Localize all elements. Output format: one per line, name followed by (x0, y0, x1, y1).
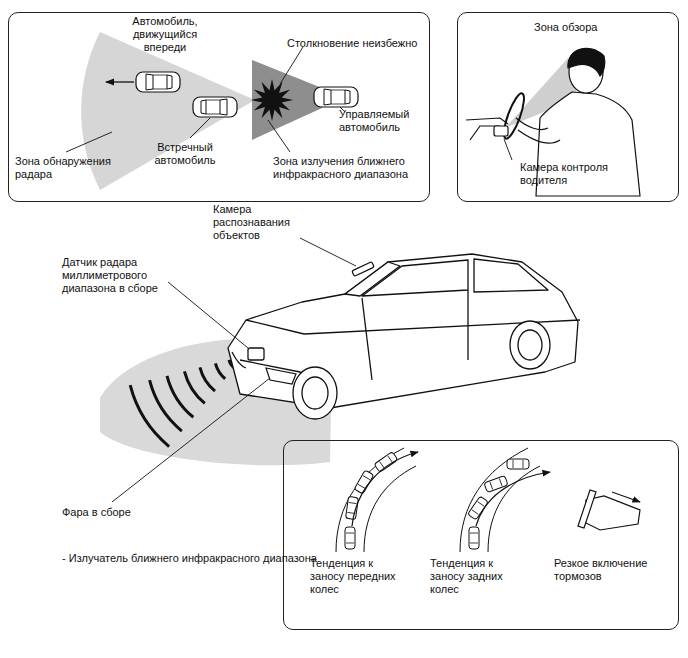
driver-figure (518, 130, 560, 143)
sedan-body (232, 352, 246, 368)
driver-camera (494, 126, 508, 136)
panel-box: Зона обзораКамера контроля водителя (457, 12, 679, 202)
wheel (518, 330, 542, 360)
driver-camera (494, 126, 508, 136)
leader-line (190, 118, 210, 138)
wheel (293, 321, 550, 419)
sedan-body (474, 259, 548, 292)
radar-wave (166, 375, 195, 418)
own-car (314, 87, 358, 107)
callout-label: Встречный автомобиль (145, 141, 225, 167)
brake-pedal (578, 490, 596, 528)
oncoming-car (193, 97, 237, 117)
sedan-body (228, 254, 578, 408)
leader-line (168, 282, 248, 348)
windshield-camera (352, 262, 374, 277)
leader-line (300, 238, 356, 266)
leader-line (268, 120, 290, 152)
wheel (510, 321, 550, 369)
sedan-body (248, 348, 264, 360)
part-label: Датчик радара миллиметрового диапазона в… (62, 256, 202, 296)
skid-car (346, 496, 359, 519)
path-arrow (476, 472, 550, 526)
brake-pedal (612, 492, 640, 502)
callout-label: Тенденция к заносу передних колес (310, 557, 410, 597)
callout-label: Камера контроля водителя (520, 161, 638, 187)
callout-label: Автомобиль, движущийся впереди (113, 15, 217, 55)
leader-line (504, 139, 512, 160)
skid-car (345, 527, 355, 549)
callout-label: Управляемый автомобиль (339, 108, 423, 134)
part-label: Камера распознавания объектов (213, 203, 313, 243)
collision-star (251, 79, 293, 121)
lead-car (136, 72, 180, 92)
path-arrow (352, 452, 550, 526)
own-car (314, 87, 358, 107)
motion-arrow (106, 82, 134, 83)
sedan-body (362, 298, 372, 380)
driver-figure (466, 118, 508, 124)
leader-line (280, 47, 303, 84)
wheel (293, 367, 337, 419)
part-label: Фара в сборе (62, 506, 182, 519)
leader-line (112, 378, 270, 502)
headlight (266, 368, 296, 384)
sedan-body (467, 290, 468, 360)
road-curve (336, 448, 540, 552)
road-curve (336, 448, 404, 552)
panel-box: Тенденция к заносу передних колес Тенденц… (283, 440, 679, 630)
skid-car (345, 452, 529, 549)
motion-arrow (106, 81, 134, 82)
callout-label: Зона обнаружения радара (15, 155, 119, 181)
skid-car (484, 476, 508, 493)
skid-car (469, 527, 479, 549)
part-label: - Излучатель ближнего инфракрасного диап… (62, 552, 322, 565)
sedan-body (228, 254, 580, 408)
leader-line (112, 238, 356, 502)
skid-car (507, 459, 529, 469)
callout-label: Столкновение неизбежно (287, 37, 427, 50)
driver-figure (568, 48, 605, 76)
radar-wave (183, 371, 206, 405)
brake-pedal (578, 490, 640, 530)
leader-line (504, 139, 512, 160)
leader-line (66, 132, 112, 152)
driver-figure (466, 48, 640, 196)
radar-wave (214, 363, 226, 380)
road-curve (460, 448, 528, 552)
lead-car (136, 72, 180, 92)
radar-wave (198, 367, 215, 392)
wheel (302, 377, 328, 409)
driver-figure (516, 118, 548, 130)
sedan-body (246, 320, 304, 334)
radar-wave (148, 380, 183, 432)
skid-car (468, 496, 489, 520)
sedan-body (362, 260, 468, 296)
callout-label: Тенденция к заносу задних колес (430, 557, 530, 597)
oncoming-car (193, 97, 237, 117)
radar-waves (129, 359, 235, 447)
headlight (266, 368, 296, 384)
radar-wave (129, 385, 170, 448)
callout-label: Зона обзора (534, 21, 634, 34)
panel-box: Автомобиль, движущийся впередиСтолкновен… (8, 12, 430, 202)
callout-label: Резкое включение тормозов (554, 557, 670, 583)
leader-line (66, 47, 345, 152)
callout-label: Зона излучения ближнего инфракрасного ди… (273, 155, 427, 181)
path-arrow (352, 452, 418, 526)
windshield-camera (352, 262, 374, 277)
collision-star (251, 79, 293, 121)
